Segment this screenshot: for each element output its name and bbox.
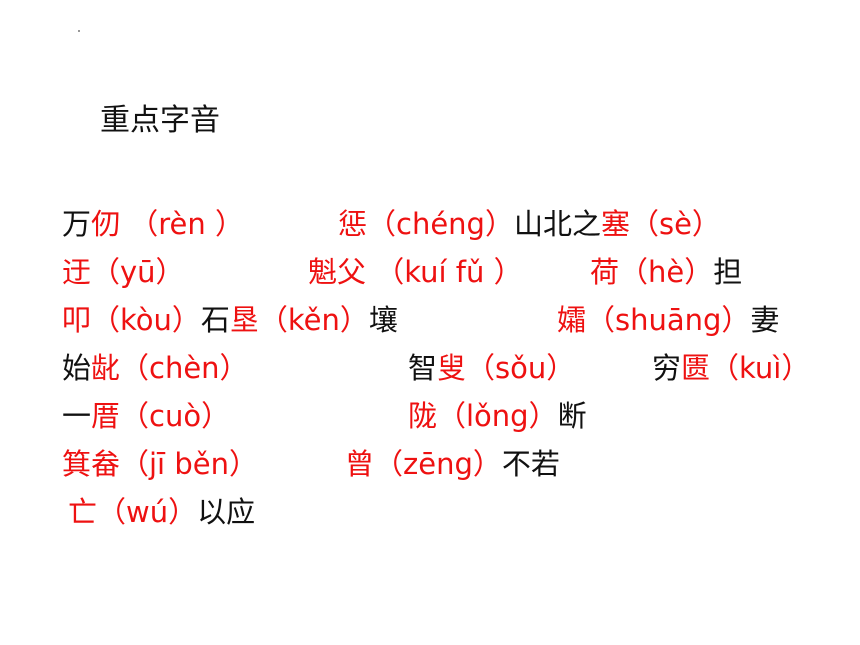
- vocab-entry: 魁父 （kuí fǔ ）: [308, 252, 523, 292]
- vocab-entry: 迂（yū）: [62, 252, 185, 292]
- plain-text: 山北之: [513, 207, 601, 241]
- vocab-entry: 始龀（chèn）: [62, 348, 249, 388]
- highlighted-text: 魁父 （kuí fǔ ）: [308, 255, 523, 289]
- highlighted-text: 厝（cuò）: [91, 399, 231, 433]
- highlighted-text: 箕畚（jī běn）: [62, 447, 258, 481]
- vocab-entry: 亡（wú）以应: [68, 492, 255, 532]
- highlighted-text: 叟（sǒu）: [437, 351, 576, 385]
- vocab-entry: 箕畚（jī běn）: [62, 444, 258, 484]
- plain-text: 始: [62, 351, 92, 385]
- vocab-entry: 穷匮（kuì）: [652, 348, 810, 388]
- plain-text: 智: [408, 351, 438, 385]
- plain-text: 壤: [368, 303, 398, 337]
- plain-text: 断: [557, 399, 587, 433]
- highlighted-text: 孀（shuāng）: [557, 303, 751, 337]
- highlighted-text: 仞 （rèn ）: [91, 207, 244, 241]
- highlighted-text: 惩（chéng）: [338, 207, 514, 241]
- plain-text: 石: [200, 303, 230, 337]
- highlighted-text: 陇（lǒng）: [408, 399, 558, 433]
- vocab-entry: 孀（shuāng）妻: [557, 300, 779, 340]
- plain-text: 以应: [197, 495, 256, 529]
- vocab-entry: 一厝（cuò）: [62, 396, 230, 436]
- highlighted-text: 叩（kòu）: [62, 303, 201, 337]
- plain-text: 穷: [652, 351, 682, 385]
- highlighted-text: 荷（hè）: [590, 255, 714, 289]
- vocab-entry: 智叟（sǒu）: [408, 348, 575, 388]
- highlighted-text: 龀（chèn）: [91, 351, 249, 385]
- plain-text: 担: [713, 255, 743, 289]
- page-heading: 重点字音: [100, 103, 220, 138]
- vocab-entry: 曾（zēng）不若: [345, 444, 560, 484]
- plain-text: 万: [62, 207, 92, 241]
- vocab-entry: 万仞 （rèn ）: [62, 204, 244, 244]
- plain-text: 妻: [750, 303, 780, 337]
- highlighted-text: 垦（kěn）: [229, 303, 369, 337]
- plain-text: 不若: [501, 447, 560, 481]
- highlighted-text: 匮（kuì）: [681, 351, 811, 385]
- highlighted-text: 亡（wú）: [68, 495, 198, 529]
- highlighted-text: 塞（sè）: [600, 207, 721, 241]
- highlighted-text: 迂（yū）: [62, 255, 185, 289]
- vocab-entry: 陇（lǒng）断: [408, 396, 587, 436]
- highlighted-text: 曾（zēng）: [345, 447, 502, 481]
- vocab-entry: 叩（kòu）石垦（kěn）壤: [62, 300, 398, 340]
- vocab-entry: 惩（chéng）山北之塞（sè）: [338, 204, 721, 244]
- plain-text: 一: [62, 399, 92, 433]
- stray-dot: [78, 30, 80, 32]
- vocab-entry: 荷（hè）担: [590, 252, 742, 292]
